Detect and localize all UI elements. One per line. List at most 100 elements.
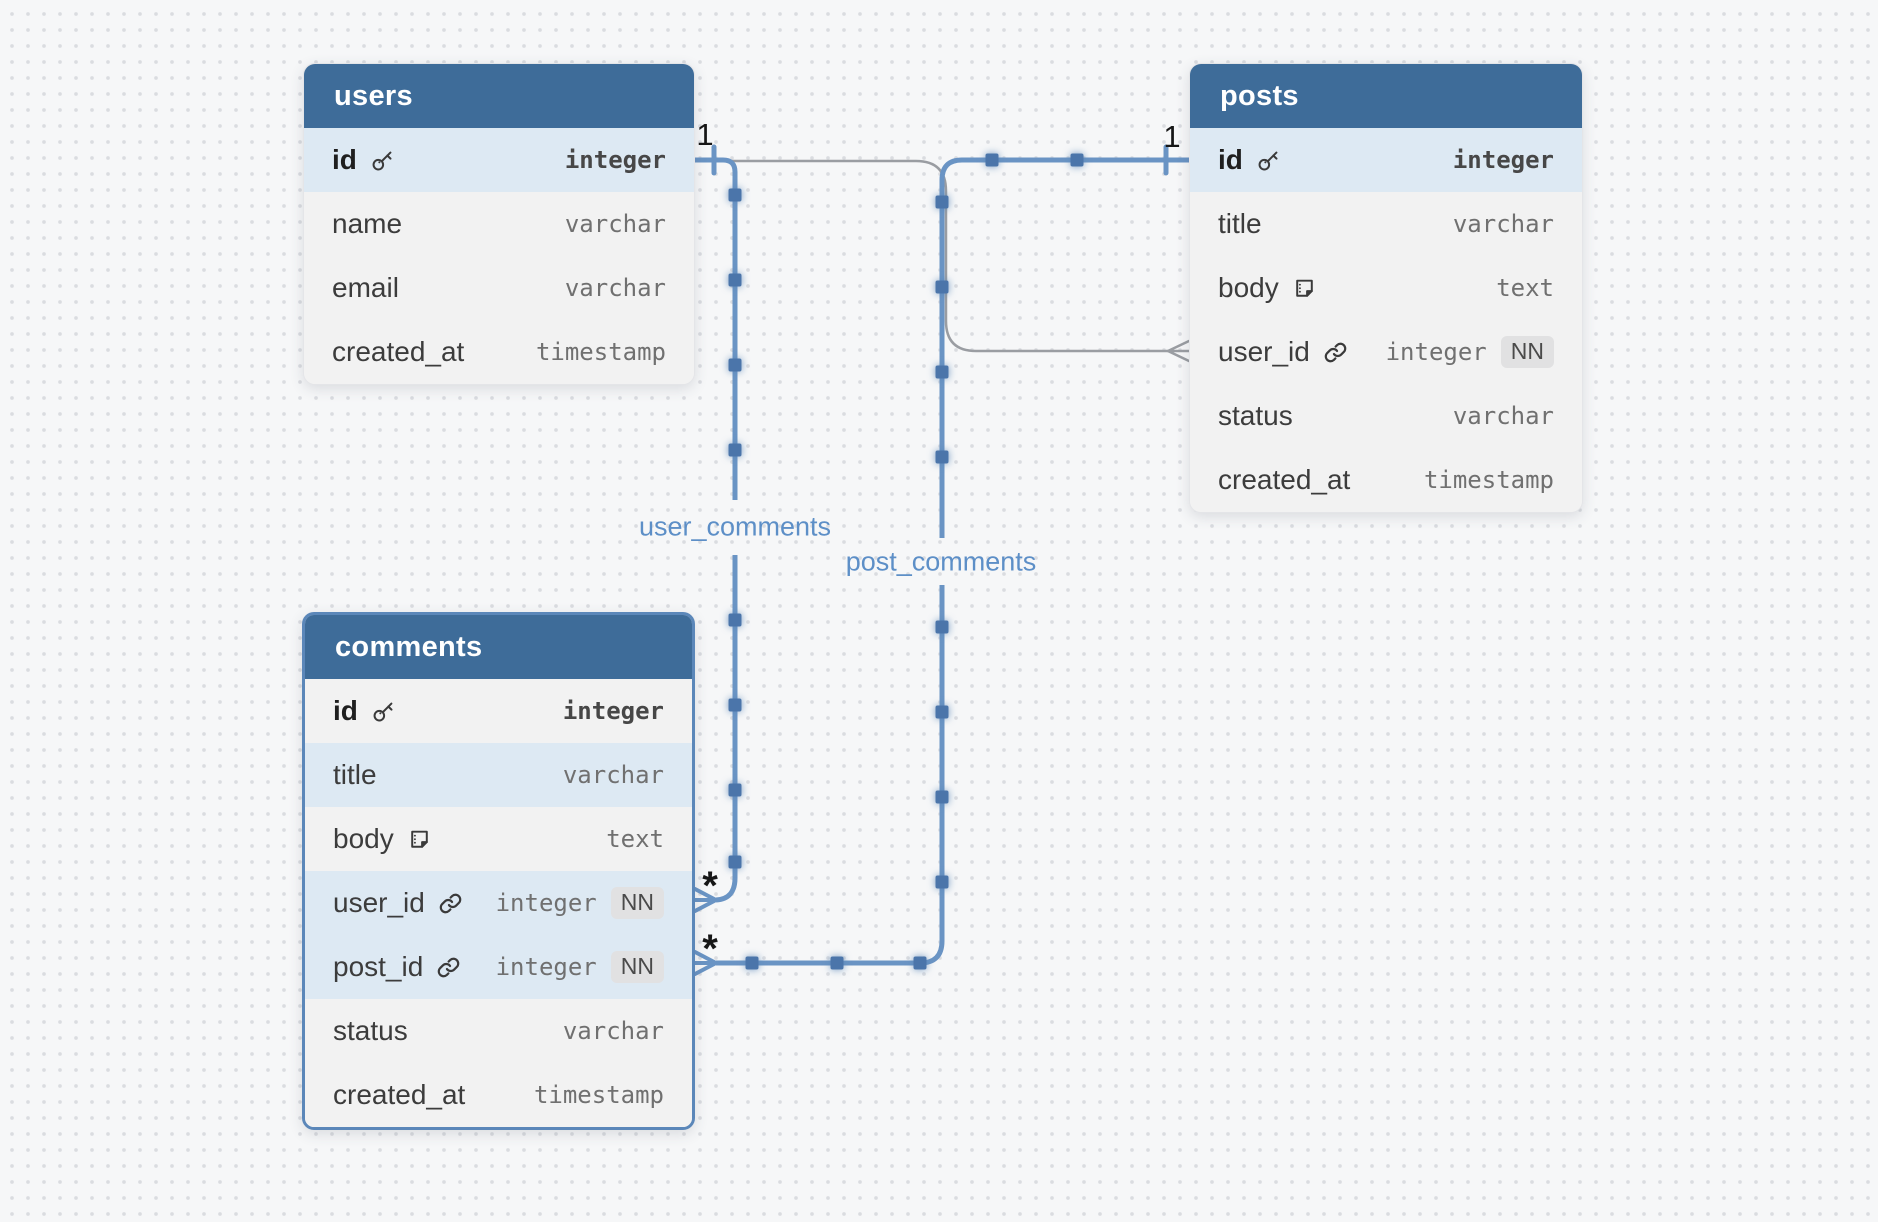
field-type: timestamp [533, 1081, 664, 1109]
field-name: id [333, 695, 358, 726]
field-type: varchar [562, 1017, 664, 1045]
field-name: title [1218, 208, 1262, 239]
line-handle[interactable] [935, 450, 949, 464]
field-row-comments-created_at[interactable]: created_at timestamp [305, 1063, 692, 1127]
line-handle[interactable] [728, 613, 742, 627]
table-title: users [334, 79, 413, 112]
table-posts[interactable]: posts id integer title varchar body text user_i… [1189, 63, 1583, 513]
line-handle[interactable] [935, 875, 949, 889]
cardinality-one-post-comments: 1 [1163, 119, 1181, 154]
key-icon [370, 148, 395, 173]
line-handle[interactable] [1070, 153, 1084, 167]
field-row-users-created_at[interactable]: created_at timestamp [304, 320, 694, 384]
table-header-posts[interactable]: posts [1190, 64, 1582, 128]
field-type: text [1496, 274, 1554, 302]
field-name: created_at [333, 1079, 466, 1110]
field-row-posts-id[interactable]: id integer [1190, 128, 1582, 192]
table-comments[interactable]: comments id integer title varchar body text use… [302, 612, 695, 1130]
line-handle[interactable] [935, 705, 949, 719]
field-type: timestamp [1423, 466, 1554, 494]
field-row-comments-body[interactable]: body text [305, 807, 692, 871]
field-type: varchar [564, 210, 666, 238]
field-name: title [333, 759, 377, 790]
line-handle[interactable] [728, 443, 742, 457]
link-icon [436, 955, 461, 980]
key-icon [1256, 148, 1281, 173]
relationship-label-post-comments[interactable]: post_comments [845, 546, 1037, 577]
field-name: body [1218, 272, 1279, 303]
field-row-posts-body[interactable]: body text [1190, 256, 1582, 320]
line-handle[interactable] [728, 188, 742, 202]
field-type: varchar [1452, 402, 1554, 430]
table-title: comments [335, 630, 483, 663]
note-icon [1292, 276, 1317, 301]
line-handle[interactable] [745, 956, 759, 970]
relationship-users-posts[interactable] [695, 159, 1191, 363]
line-handle[interactable] [913, 956, 927, 970]
link-icon [438, 891, 463, 916]
field-type: integer [564, 146, 666, 174]
field-type: varchar [1452, 210, 1554, 238]
relationship-user-comments[interactable] [693, 144, 742, 913]
line-handle[interactable] [728, 698, 742, 712]
field-name: user_id [333, 887, 425, 918]
line-handle[interactable] [830, 956, 844, 970]
table-header-users[interactable]: users [304, 64, 694, 128]
field-name: created_at [332, 336, 465, 367]
line-handle[interactable] [935, 790, 949, 804]
field-row-comments-title[interactable]: title varchar [305, 743, 692, 807]
field-type: varchar [562, 761, 664, 789]
field-type: varchar [564, 274, 666, 302]
field-name: status [333, 1015, 408, 1046]
field-type: integer [562, 697, 664, 725]
field-row-posts-title[interactable]: title varchar [1190, 192, 1582, 256]
relationship-post-comments[interactable] [693, 144, 1189, 976]
field-name: user_id [1218, 336, 1310, 367]
field-name: id [332, 144, 357, 175]
field-name: id [1218, 144, 1243, 175]
line-handle[interactable] [728, 855, 742, 869]
field-name: created_at [1218, 464, 1351, 495]
link-icon [1323, 340, 1348, 365]
field-row-comments-status[interactable]: status varchar [305, 999, 692, 1063]
line-handle[interactable] [935, 365, 949, 379]
line-handle[interactable] [935, 195, 949, 209]
note-icon [407, 827, 432, 852]
line-handle[interactable] [935, 620, 949, 634]
line-handle[interactable] [728, 273, 742, 287]
field-type: integer [495, 889, 597, 917]
field-type: timestamp [535, 338, 666, 366]
not-null-badge: NN [610, 951, 664, 983]
field-row-comments-id[interactable]: id integer [305, 679, 692, 743]
line-handle[interactable] [728, 783, 742, 797]
field-type: text [606, 825, 664, 853]
field-type: integer [1452, 146, 1554, 174]
field-name: post_id [333, 951, 424, 982]
field-name: status [1218, 400, 1293, 431]
line-handle[interactable] [728, 358, 742, 372]
field-type: integer [1385, 338, 1487, 366]
key-icon [371, 699, 396, 724]
line-handle[interactable] [935, 280, 949, 294]
line-handle[interactable] [985, 153, 999, 167]
field-row-posts-created_at[interactable]: created_at timestamp [1190, 448, 1582, 512]
table-title: posts [1220, 79, 1299, 112]
cardinality-one-user-comments: 1 [696, 117, 714, 152]
table-header-comments[interactable]: comments [305, 615, 692, 679]
line-handles-post-comments[interactable] [745, 153, 1084, 970]
field-row-posts-user_id[interactable]: user_id integer NN [1190, 320, 1582, 384]
not-null-badge: NN [610, 887, 664, 919]
field-row-comments-user_id[interactable]: user_id integer NN [305, 871, 692, 935]
line-handles-user-comments[interactable] [728, 188, 742, 869]
field-row-posts-status[interactable]: status varchar [1190, 384, 1582, 448]
relationship-label-user-comments[interactable]: user_comments [638, 511, 832, 542]
field-row-users-id[interactable]: id integer [304, 128, 694, 192]
not-null-badge: NN [1500, 336, 1554, 368]
field-name: body [333, 823, 394, 854]
